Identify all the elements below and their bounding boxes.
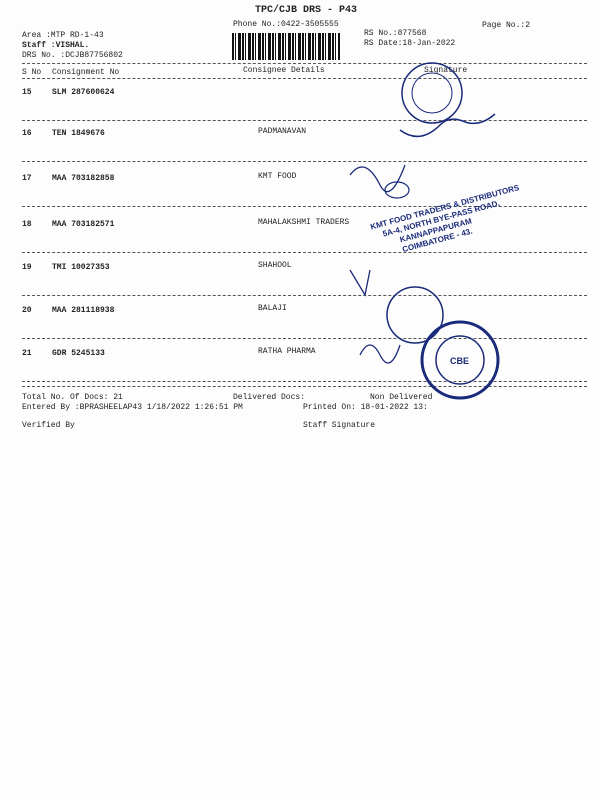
row-consignee: SHAHOOL (258, 261, 292, 270)
row-consignment: GDR 5245133 (52, 349, 105, 358)
signature-16 (399, 113, 496, 138)
row-sno: 16 (22, 129, 32, 138)
svg-text:CBE: CBE (450, 356, 469, 366)
row-consignment: SLM 287600624 (52, 88, 115, 97)
round-stamp-1 (401, 62, 463, 124)
kmt-stamp: KMT FOOD TRADERS & DISTRIBUTORS 5A-4, NO… (369, 183, 520, 254)
row-sno: 20 (22, 306, 32, 315)
area: Area :MTP RD-1-43 (22, 31, 104, 40)
rs-date: RS Date:18-Jan-2022 (364, 39, 456, 48)
verified-by: Verified By (22, 421, 75, 430)
row-consignee: KMT FOOD (258, 172, 297, 181)
signature-17 (349, 164, 406, 193)
col-sno: S No (22, 68, 42, 77)
non-delivered-docs: Non Delivered (370, 393, 433, 402)
row-consignment: MAA 703182571 (52, 220, 115, 229)
row-sno: 18 (22, 220, 32, 229)
total-docs: Total No. Of Docs: 21 (22, 393, 123, 402)
row-consignment: TMI 10027353 (52, 263, 110, 272)
row-sno: 19 (22, 263, 32, 272)
row-consignment: MAA 703182858 (52, 174, 115, 183)
entered-by: Entered By :BPRASHEELAP43 1/18/2022 1:26… (22, 403, 243, 412)
row-consignment: TEN 1849676 (52, 129, 105, 138)
rs-number: RS No.:877568 (364, 29, 427, 38)
staff-signature: Staff Signature (303, 421, 376, 430)
delivered-docs: Delivered Docs: (233, 393, 306, 402)
drs-number: DRS No. :DCJB87756802 (22, 51, 123, 60)
col-consignee: Consignee Details (243, 66, 325, 75)
round-stamp-2 (386, 286, 444, 344)
row-consignee: MAHALAKSHMI TRADERS (258, 218, 350, 227)
col-consignment: Consignment No (52, 68, 120, 77)
row-consignee: RATHA PHARMA (258, 347, 316, 356)
row-sno: 21 (22, 349, 32, 358)
novartis-stamp (420, 320, 500, 400)
doc-title: TPC/CJB DRS - P43 (255, 5, 358, 16)
page-number: Page No.:2 (482, 21, 531, 30)
stamps-and-signatures: KMT FOOD TRADERS & DISTRIBUTORS 5A-4, NO… (349, 62, 521, 400)
col-signature: Signature (424, 66, 468, 75)
row-sno: 17 (22, 174, 32, 183)
row-sno: 15 (22, 88, 32, 97)
row-consignee: PADMANAVAN (258, 127, 307, 136)
row-consignee: BALAJI (258, 304, 287, 313)
barcode (232, 33, 340, 60)
phone: Phone No.:0422-3505555 (233, 20, 339, 29)
printed-on: Printed On: 18-01-2022 13: (303, 403, 428, 412)
staff: Staff :VISHAL. (22, 41, 90, 50)
row-consignment: MAA 281118938 (52, 306, 115, 315)
